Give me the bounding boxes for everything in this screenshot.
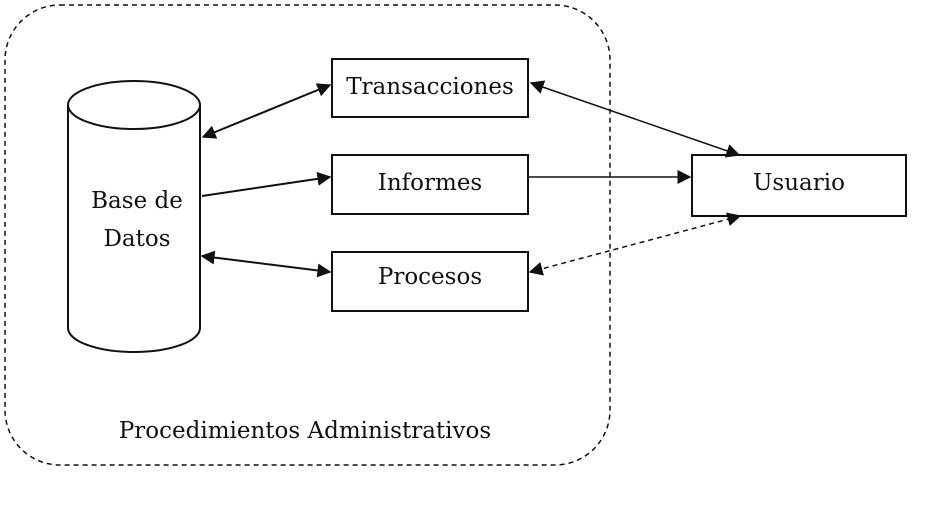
usuario-label: Usuario [753,170,845,196]
database-label-line2: Datos [103,226,170,252]
database-cylinder: Base de Datos [67,80,201,353]
arrow-usuario-procesos-dashed [528,212,742,276]
informes-box: Informes [331,154,529,215]
boundary-label: Procedimientos Administrativos [119,418,491,444]
arrow-db-informes [201,171,332,197]
procesos-label: Procesos [378,264,482,290]
procesos-box: Procesos [331,251,529,312]
transacciones-label: Transacciones [346,74,514,100]
informes-label: Informes [378,170,482,196]
arrow-db-transacciones [201,83,332,139]
database-label-line1: Base de [91,188,183,214]
arrow-db-procesos [200,250,332,278]
arrow-transacciones-usuario [529,80,741,158]
transacciones-box: Transacciones [331,58,529,118]
usuario-box: Usuario [691,154,907,217]
